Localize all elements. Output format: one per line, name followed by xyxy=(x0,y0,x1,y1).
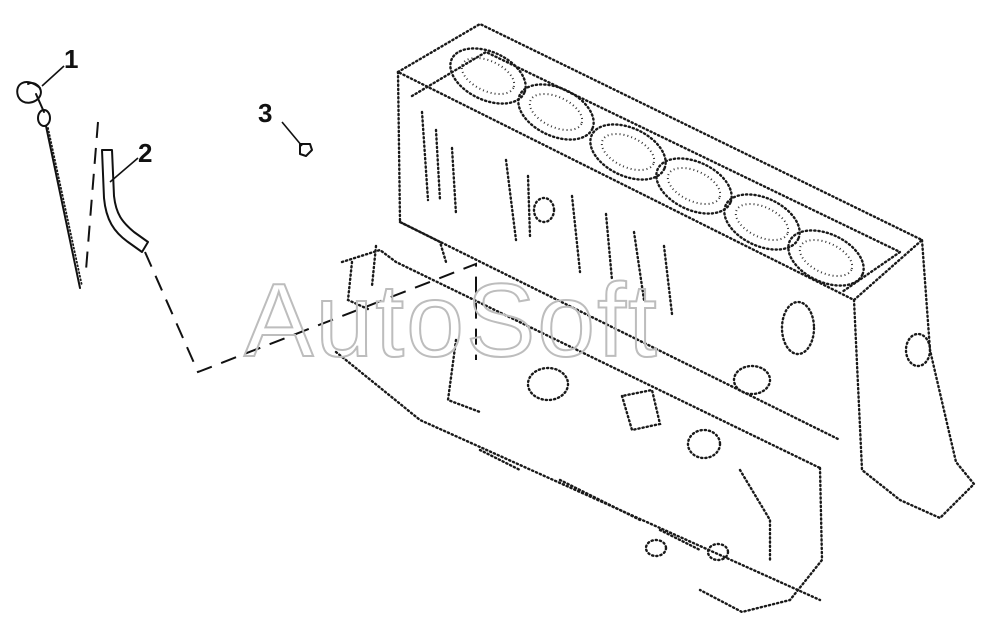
rear-flange xyxy=(738,468,772,562)
tube-routing-line xyxy=(144,251,477,374)
side-boss-3 xyxy=(686,428,722,460)
side-boss-4 xyxy=(526,366,570,402)
leader-2 xyxy=(109,157,139,183)
callout-2: 2 xyxy=(138,138,152,168)
block-side-edge-lower xyxy=(334,350,822,602)
bore-4-shade xyxy=(666,166,722,206)
lower-rib xyxy=(478,448,702,552)
cylinder-bore-2 xyxy=(517,83,595,141)
bore-6-shade xyxy=(798,238,854,278)
block-rear-face xyxy=(852,238,976,520)
side-pad-2 xyxy=(446,338,482,414)
bore-3-shade xyxy=(600,132,656,172)
leader-1 xyxy=(41,65,65,87)
block-rear-skirt xyxy=(698,466,824,614)
bolt-head xyxy=(299,143,313,157)
callout-3: 3 xyxy=(258,98,272,128)
block-deck-inner xyxy=(410,50,903,294)
dipstick-handle-loop xyxy=(16,81,42,104)
side-boss-1 xyxy=(780,300,816,356)
bore-1-shade xyxy=(460,56,516,96)
front-bracket xyxy=(346,244,378,312)
dipstick-tube xyxy=(85,121,477,374)
side-boss-2 xyxy=(732,364,772,396)
block-front-rib xyxy=(420,110,430,202)
side-rib-b xyxy=(504,158,532,242)
side-port-1 xyxy=(532,196,556,224)
dipstick-seal xyxy=(37,109,51,127)
leader-3 xyxy=(281,121,303,147)
side-rib-a xyxy=(434,128,458,216)
side-rib-c xyxy=(570,194,614,282)
dipstick xyxy=(16,81,83,289)
watermark-text: AutoSoft xyxy=(244,263,659,379)
block-side-edge-upper xyxy=(398,220,842,442)
block-side-details xyxy=(346,128,816,562)
tube-centerline xyxy=(85,121,99,271)
cylinder-bore-4 xyxy=(655,157,733,215)
side-rib-d xyxy=(632,230,674,316)
bottom-boss-1 xyxy=(644,538,668,558)
block-rear-boss xyxy=(904,332,932,368)
bore-2-shade xyxy=(528,92,584,132)
dipstick-blade-edge xyxy=(47,127,83,287)
bolt xyxy=(299,143,313,157)
side-pad-1 xyxy=(620,388,662,432)
bottom-boss-2 xyxy=(706,542,730,562)
dipstick-blade xyxy=(45,125,81,289)
block-side-edge-mid xyxy=(340,248,822,470)
engine-block xyxy=(334,22,976,614)
cylinder-bore-1 xyxy=(449,47,527,105)
cylinder-bore-5 xyxy=(723,193,801,251)
callout-1: 1 xyxy=(64,44,78,74)
block-deck-outline xyxy=(395,22,925,302)
dipstick-handle-neck xyxy=(35,93,45,113)
bore-5-shade xyxy=(734,202,790,242)
tube-body xyxy=(101,149,149,253)
cylinder-bores xyxy=(449,47,865,287)
cylinder-bore-6 xyxy=(787,229,865,287)
cylinder-bore-3 xyxy=(589,123,667,181)
